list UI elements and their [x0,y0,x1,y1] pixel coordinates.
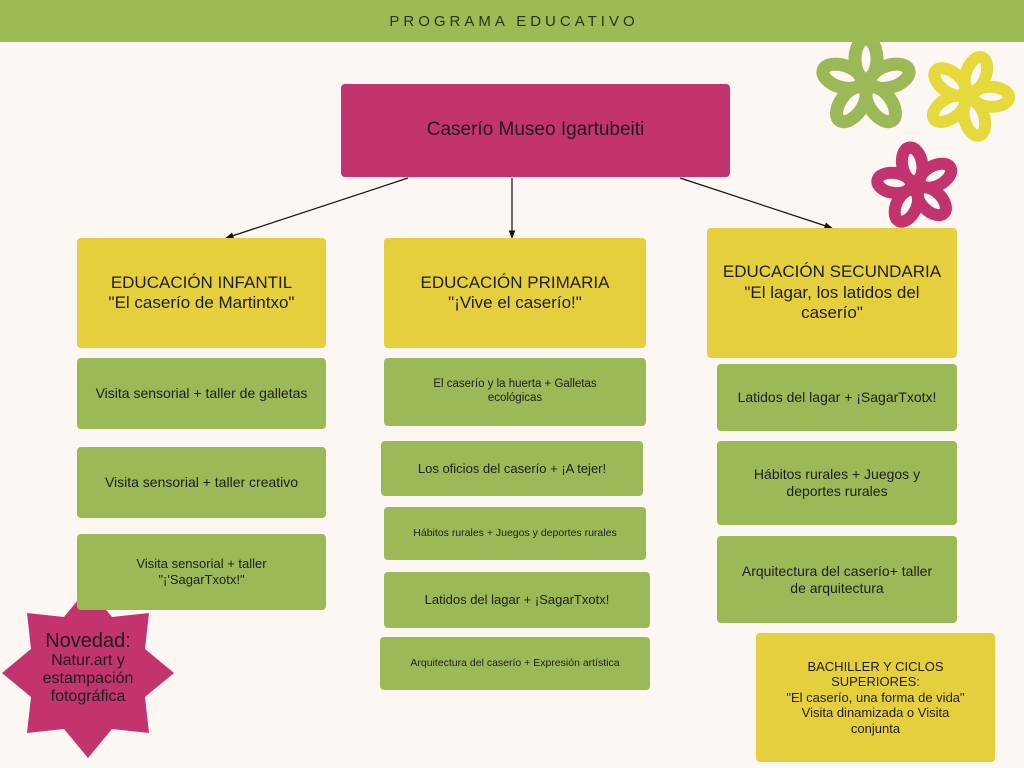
activity-box: El caserío y la huerta + Galletas ecológ… [384,358,646,426]
arrow-to-secundaria [679,177,833,229]
activity-label: Visita sensorial + taller de galletas [95,385,308,402]
activity-box: Arquitectura del caserío+ taller de arqu… [717,536,957,623]
activity-label: Hábitos rurales + Juegos y deportes rura… [413,527,617,540]
heading-secundaria-label: EDUCACIÓN SECUNDARIA "El lagar, los lati… [722,262,942,323]
heading-primaria-label: EDUCACIÓN PRIMARIA "¡Vive el caserío!" [420,272,610,312]
activity-label: Los oficios del caserío + ¡A tejer! [417,460,607,476]
root-label: Caserío Museo Igartubeiti [426,119,645,141]
header-bar: PROGRAMA EDUCATIVO [0,0,1024,42]
activity-box: Latidos del lagar + ¡SagarTxotx! [717,364,957,431]
novedad-title: Novedad: [45,630,131,652]
activity-label: Visita sensorial + taller "¡'SagarTxotx!… [136,556,267,587]
activity-label: Latidos del lagar + ¡SagarTxotx! [424,592,610,608]
activity-label: Latidos del lagar + ¡SagarTxotx! [737,389,937,406]
page-title: PROGRAMA EDUCATIVO [389,12,639,30]
heading-primaria: EDUCACIÓN PRIMARIA "¡Vive el caserío!" [384,238,646,348]
activity-label: Hábitos rurales + Juegos y deportes rura… [753,466,921,499]
bachiller-box: BACHILLER Y CICLOS SUPERIORES: "El caser… [756,633,995,762]
flower-icon [926,51,1015,142]
activity-box: Visita sensorial + taller de galletas [77,358,326,429]
activity-label: El caserío y la huerta + Galletas ecológ… [433,378,597,404]
connector-arrows [225,177,833,239]
activity-label: Arquitectura del caserío + Expresión art… [410,657,620,670]
heading-secundaria: EDUCACIÓN SECUNDARIA "El lagar, los lati… [707,228,957,358]
arrow-to-infantil [225,177,409,239]
root-node: Caserío Museo Igartubeiti [341,84,730,177]
novedad-badge: Novedad: Natur.art y estampación fotográ… [22,630,154,706]
novedad-star-shape [2,588,174,758]
activity-box: Visita sensorial + taller creativo [77,447,326,518]
activity-box: Hábitos rurales + Juegos y deportes rura… [717,441,957,525]
heading-infantil: EDUCACIÓN INFANTIL "El caserío de Martin… [77,238,326,348]
activity-box: Latidos del lagar + ¡SagarTxotx! [384,572,650,628]
activity-box: Los oficios del caserío + ¡A tejer! [381,441,643,496]
flower-icon [871,141,958,228]
activity-label: Arquitectura del caserío+ taller de arqu… [741,562,933,596]
activity-box: Hábitos rurales + Juegos y deportes rura… [384,507,646,560]
novedad-text: Natur.art y estampación fotográfica [42,652,134,706]
activity-label: Visita sensorial + taller creativo [104,474,299,491]
flower-icon [816,32,916,129]
bachiller-label: BACHILLER Y CICLOS SUPERIORES: "El caser… [786,658,965,736]
activity-box: Arquitectura del caserío + Expresión art… [380,637,650,690]
heading-infantil-label: EDUCACIÓN INFANTIL "El caserío de Martin… [108,272,295,312]
activity-box: Visita sensorial + taller "¡'SagarTxotx!… [77,534,326,610]
